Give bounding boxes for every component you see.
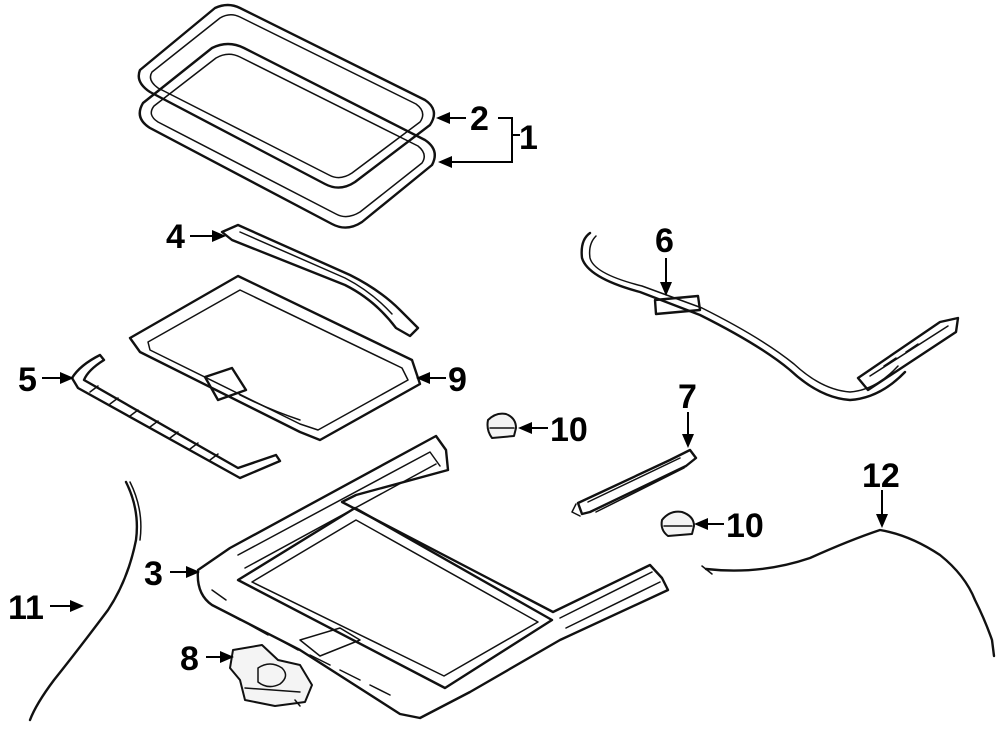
callout-12: 12 <box>862 457 900 495</box>
part-11-drain-hose <box>28 480 142 722</box>
callout-2: 2 <box>470 100 489 138</box>
part-2-glass-seal <box>137 3 436 189</box>
part-1-glass-assembly <box>138 42 436 229</box>
part-3-sunroof-frame <box>196 434 670 720</box>
callout-1: 1 <box>519 119 538 157</box>
callout-8: 8 <box>180 640 199 678</box>
callout-10-lower: 10 <box>726 507 764 545</box>
part-10-stop-lower <box>660 510 695 537</box>
part-6-cable-track <box>580 231 960 402</box>
callout-10-upper: 10 <box>550 411 588 449</box>
part-8-sunroof-motor <box>229 644 313 707</box>
part-10-stop-upper <box>486 412 517 439</box>
callout-3: 3 <box>144 555 163 593</box>
part-12-drain-hose <box>701 528 996 658</box>
leader-lines <box>42 112 888 663</box>
callout-6: 6 <box>655 222 674 260</box>
part-4-wind-deflector <box>220 223 420 338</box>
part-9-sunshade <box>128 274 422 442</box>
part-5-shade-trim <box>70 353 282 480</box>
callout-4: 4 <box>166 218 185 256</box>
part-7-guide-link <box>571 448 698 517</box>
callout-7: 7 <box>678 378 697 416</box>
callout-5: 5 <box>18 361 37 399</box>
callout-9: 9 <box>448 361 467 399</box>
callout-11: 11 <box>8 589 44 627</box>
